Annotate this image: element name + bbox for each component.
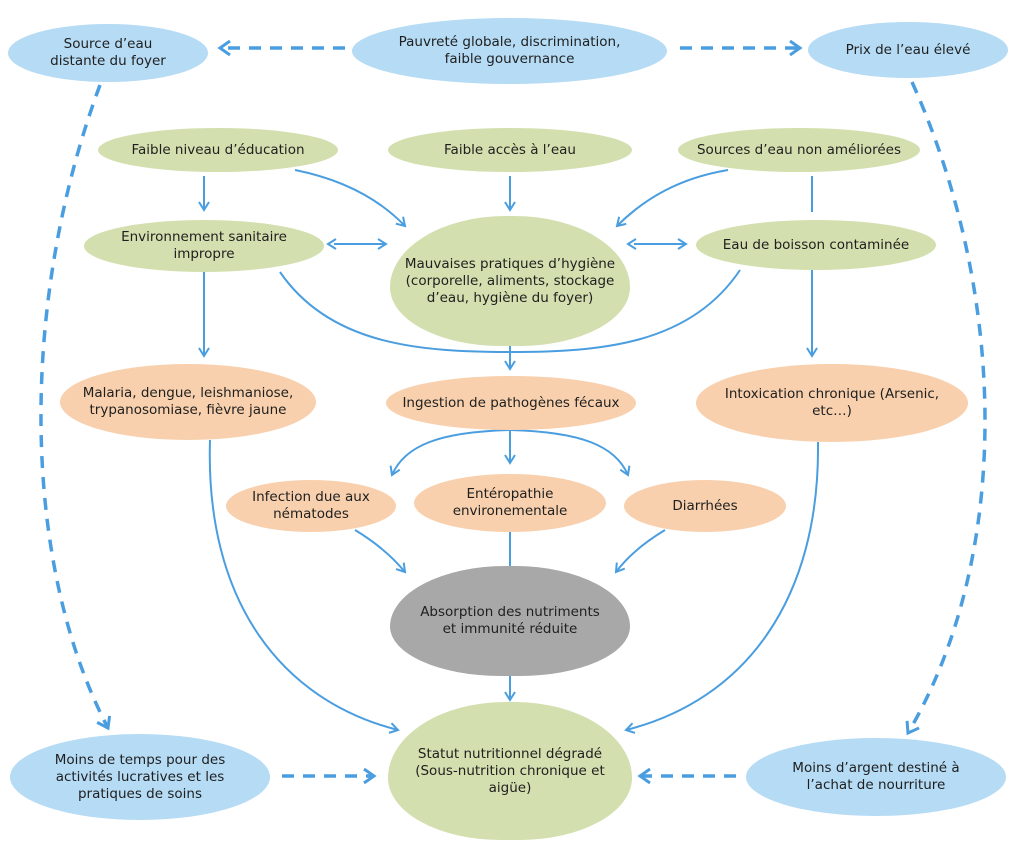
node-enteropathie: Entéropathie environementale: [414, 474, 606, 532]
node-prix-eau: Prix de l’eau élevé: [808, 22, 1008, 78]
node-eau-contaminee: Eau de boisson contaminée: [696, 220, 936, 270]
node-env-sanitaire: Environnement sanitaire impropre: [84, 220, 324, 272]
arrow-intoxication-to-statut: [624, 441, 820, 734]
arrow-env-curve: [279, 271, 511, 353]
node-sources-non-ameliorees: Sources d’eau non améliorées: [678, 128, 920, 172]
arrow-source-to-moins-temps: [39, 84, 108, 728]
arrow-ingestion-to-nematodes: [389, 429, 511, 477]
node-absorption: Absorption des nutriments et immunité ré…: [390, 566, 630, 676]
node-ingestion: Ingestion de pathogènes fécaux: [386, 376, 636, 430]
node-malaria: Malaria, dengue, leishmaniose, trypanoso…: [60, 364, 316, 440]
node-infection-nematodes: Infection due aux nématodes: [226, 480, 396, 532]
node-intoxication: Intoxication chronique (Arsenic, etc…): [696, 364, 968, 442]
arrow-diarrhees-to-absorption: [614, 529, 666, 574]
node-source-eau: Source d’eau distante du foyer: [8, 24, 208, 82]
node-moins-temps: Moins de temps pour des activités lucrat…: [10, 734, 270, 820]
node-moins-argent: Moins d’argent destiné à l’achat de nour…: [746, 738, 1006, 816]
node-diarrhees: Diarrhées: [624, 480, 786, 532]
node-pauvrete: Pauvreté globale, discrimination, faible…: [352, 18, 667, 84]
arrow-ingestion-to-diarrhees: [509, 429, 631, 477]
node-statut-nutritionnel: Statut nutritionnel dégradé (Sous-nutrit…: [388, 702, 632, 840]
arrow-eau-curve: [509, 269, 741, 353]
arrow-sources-to-pratiques: [615, 169, 729, 228]
node-mauvaises-pratiques: Mauvaises pratiques d’hygiène (corporell…: [390, 216, 630, 346]
arrow-malaria-to-statut: [208, 439, 400, 734]
arrow-education-to-pratiques: [294, 169, 407, 228]
node-faible-acces: Faible accès à l’eau: [388, 128, 632, 172]
arrow-nematodes-to-absorption: [354, 529, 407, 574]
node-faible-education: Faible niveau d’éducation: [98, 128, 338, 172]
